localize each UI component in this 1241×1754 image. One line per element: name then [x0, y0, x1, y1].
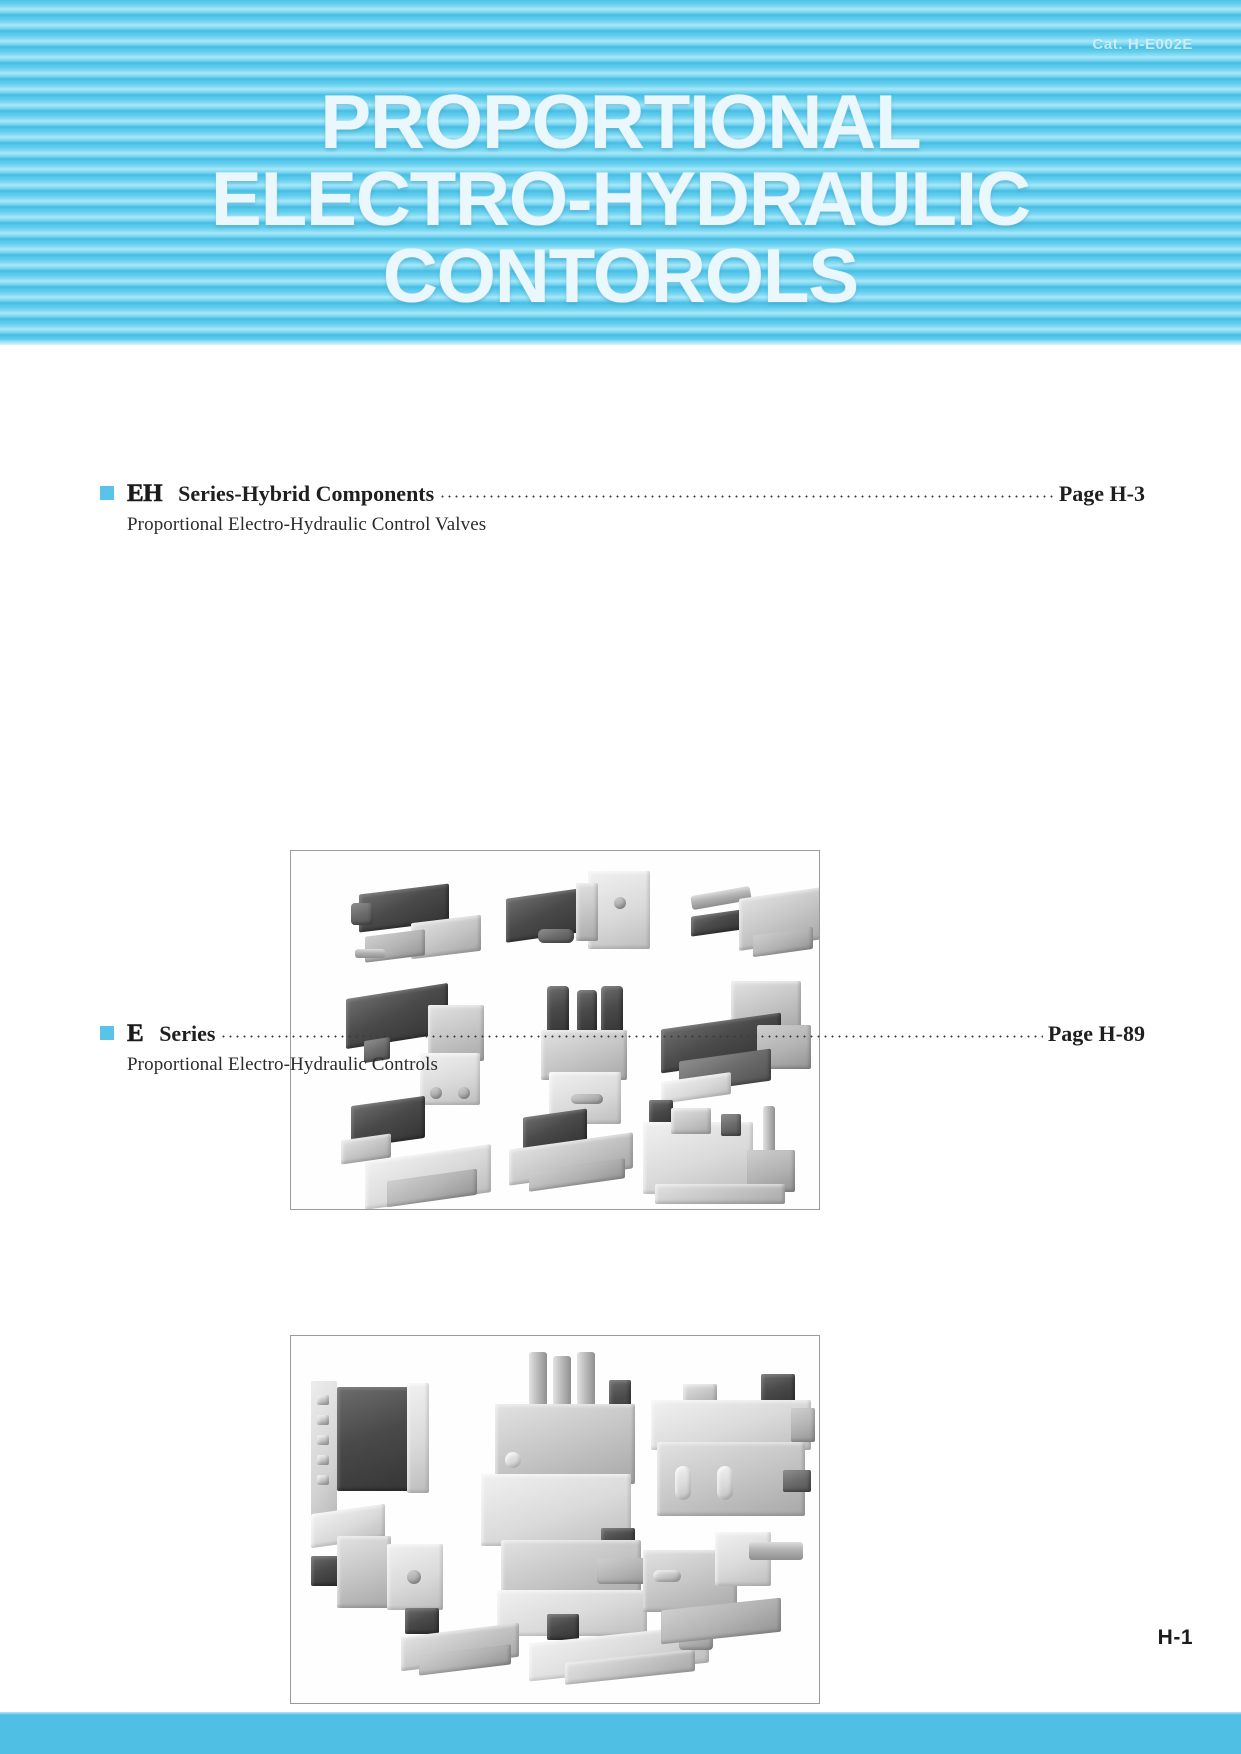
figure-image-eh [291, 851, 819, 1209]
figure-e-series-products [290, 1335, 820, 1704]
valve-part [351, 883, 481, 975]
square-bullet-icon [100, 1026, 114, 1040]
series-code: E [127, 1020, 144, 1048]
valve-part [690, 881, 819, 973]
header-banner: Cat. H-E002E PROPORTIONAL ELECTRO-HYDRAU… [0, 0, 1241, 345]
manifold-stack-part [471, 1352, 661, 1642]
page-reference[interactable]: Page H-89 [1047, 1021, 1145, 1046]
page-title-line-2: ELECTRO-HYDRAULIC [211, 157, 1031, 242]
page-title: PROPORTIONAL ELECTRO-HYDRAULIC CONTOROLS [0, 84, 1241, 315]
valve-part [341, 1095, 501, 1209]
toc-entry-eh-series[interactable]: EH Series-Hybrid Components Page H-3 Pro… [100, 480, 1145, 536]
page-reference[interactable]: Page H-3 [1058, 481, 1145, 506]
toc-subtitle: Proportional Electro-Hydraulic Control V… [127, 514, 487, 535]
valve-part [506, 869, 671, 974]
dot-leader [439, 487, 1054, 501]
page-title-line-3: CONTOROLS [382, 234, 859, 319]
series-label: Series-Hybrid Components [178, 481, 435, 506]
page-content: EH Series-Hybrid Components Page H-3 Pro… [0, 345, 1241, 1712]
dot-leader [220, 1027, 1043, 1041]
valve-part [509, 1108, 639, 1203]
valve-part [346, 982, 486, 1111]
figure-image-e [291, 1336, 819, 1703]
valve-part [643, 1524, 813, 1654]
toc-line: EH Series-Hybrid Components Page H-3 [100, 480, 1145, 508]
series-code: EH [127, 480, 163, 508]
valve-block-part [651, 1374, 816, 1534]
toc-line: E Series Page H-89 [100, 1020, 1145, 1048]
valve-part [643, 1096, 813, 1209]
amplifier-card-part [311, 1381, 441, 1549]
figure-eh-series-products [290, 850, 820, 1210]
footer-page-number: H-1 [1157, 1626, 1193, 1649]
toc-entry-e-series[interactable]: E Series Page H-89 Proportional Electro-… [100, 1020, 1145, 1076]
valve-part [401, 1608, 541, 1680]
toc-subtitle: Proportional Electro-Hydraulic Controls [127, 1054, 438, 1075]
valve-part [311, 1526, 451, 1626]
series-label: Series [159, 1021, 216, 1046]
footer-banner [0, 1712, 1241, 1754]
square-bullet-icon [100, 486, 114, 500]
catalog-number: Cat. H-E002E [1092, 36, 1193, 53]
page-title-line-1: PROPORTIONAL [320, 80, 921, 165]
valve-part [661, 981, 819, 1111]
